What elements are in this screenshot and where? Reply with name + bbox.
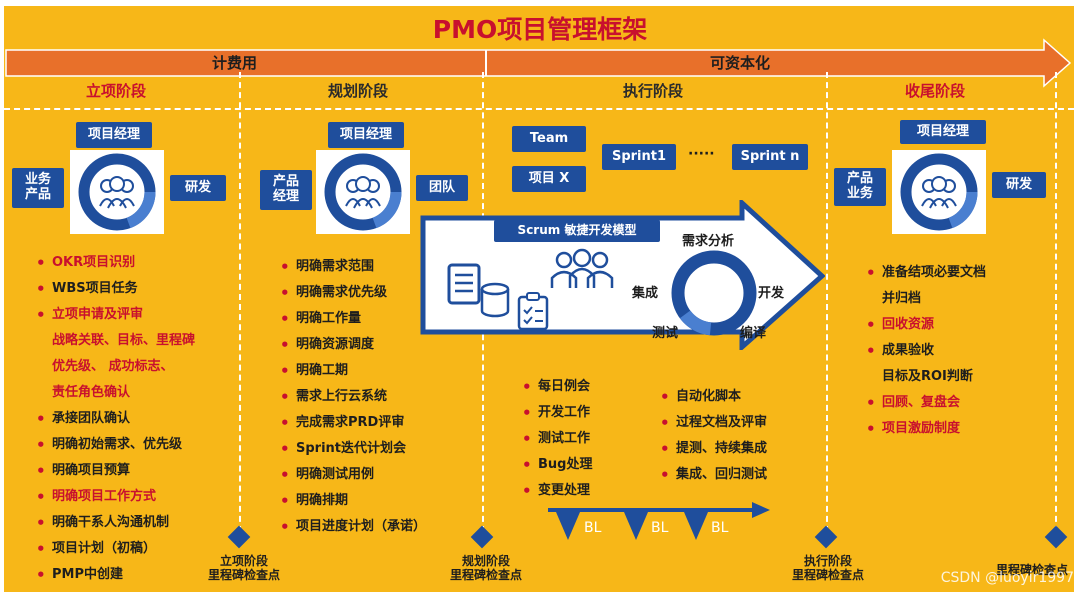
phase-initiation-title: 立项阶段: [86, 82, 147, 100]
phase-closing-title: 收尾阶段: [905, 82, 966, 100]
list-item: 责任角色确认: [52, 385, 131, 400]
phase-planning-title: 规划阶段: [328, 82, 389, 100]
list-item: 过程文档及评审: [660, 410, 767, 436]
list-item: 承接团队确认: [36, 406, 195, 432]
list-item: 回收资源: [866, 312, 986, 338]
scrum-title: Scrum 敏捷开发模型: [494, 220, 660, 242]
baseline-label-2: BL: [651, 520, 669, 536]
closing-task-list: 准备结项必要文档并归档回收资源成果验收目标及ROI判断回顾、复盘会项目激励制度: [866, 260, 986, 442]
closing-milestone-label: 里程碑检查点: [995, 563, 1068, 577]
list-item: 测试工作: [522, 426, 592, 452]
list-item: 立项申请及评审: [36, 302, 195, 328]
initiation-pm-role: 项目经理: [76, 122, 152, 148]
list-item: 项目进度计划（承诺）: [280, 514, 426, 540]
list-item: OKR项目识别: [36, 250, 195, 276]
cycle-test-label: 测试: [652, 326, 679, 341]
list-item: 明确排期: [280, 488, 426, 514]
list-item: 开发工作: [522, 400, 592, 426]
divider-4: [1055, 72, 1057, 532]
planning-pm-role: 项目经理: [328, 122, 404, 148]
initiation-business-role: 业务 产品: [12, 168, 64, 208]
list-item: 明确测试用例: [280, 462, 426, 488]
list-item: 明确资源调度: [280, 332, 426, 358]
database-icon: [480, 282, 510, 318]
initiation-milestone-label: 立项阶段 里程碑检查点: [207, 554, 280, 583]
list-item: 自动化脚本: [660, 384, 767, 410]
execution-sprint1-box: Sprint1: [602, 144, 676, 170]
list-item: 明确干系人沟通机制: [36, 510, 195, 536]
closing-team-icon: [892, 150, 986, 234]
list-item: 项目计划（初稿）: [36, 536, 195, 562]
arrow-label-capitalize: 可资本化: [710, 54, 771, 72]
list-item: 并归档: [882, 291, 922, 306]
arrow-label-expense: 计费用: [212, 54, 258, 72]
execution-sprint-ellipsis: ·····: [688, 146, 715, 162]
list-item: Bug处理: [522, 452, 593, 478]
execution-milestone-label: 执行阶段 里程碑检查点: [791, 554, 864, 583]
list-item: 明确项目预算: [36, 458, 195, 484]
list-item: 项目激励制度: [866, 416, 986, 442]
planning-team-icon: [316, 150, 410, 234]
divider-3: [826, 72, 828, 532]
list-item: 变更处理: [522, 478, 592, 504]
planning-milestone-label: 规划阶段 里程碑检查点: [449, 554, 522, 583]
scrum-team-icon: [550, 248, 614, 288]
checklist-icon: [517, 292, 549, 331]
baseline-label-1: BL: [584, 520, 602, 536]
list-item: 准备结项必要文档: [866, 260, 986, 286]
list-item: 需求上行云系统: [280, 384, 426, 410]
scrum-cycle-icon: [671, 250, 757, 336]
initiation-team-icon: [70, 150, 164, 234]
closing-dev-role: 研发: [992, 172, 1046, 198]
phase-arrow: [5, 38, 1072, 88]
list-item: 明确需求优先级: [280, 280, 426, 306]
execution-task-list-right: 自动化脚本过程文档及评审提测、持续集成集成、回归测试: [660, 384, 767, 488]
planning-task-list: 明确需求范围明确需求优先级明确工作量明确资源调度明确工期需求上行云系统完成需求P…: [280, 254, 426, 540]
list-item: 目标及ROI判断: [882, 369, 973, 384]
document-list-icon: [447, 263, 481, 305]
list-item: 回顾、复盘会: [866, 390, 986, 416]
list-item: 提测、持续集成: [660, 436, 767, 462]
list-item: 优先级、 成功标志、: [52, 359, 174, 374]
list-item: 成果验收: [866, 338, 986, 364]
closing-pm-role: 项目经理: [900, 120, 986, 144]
execution-team-box: Team: [512, 126, 586, 152]
list-item: 完成需求PRD评审: [280, 410, 426, 436]
header-divider: [4, 108, 1074, 110]
list-item: 明确需求范围: [280, 254, 426, 280]
phase-execution-title: 执行阶段: [623, 82, 684, 100]
cycle-dev-label: 开发: [758, 286, 785, 301]
list-item: PMP中创建: [36, 562, 195, 588]
initiation-dev-role: 研发: [170, 175, 226, 201]
planning-product-role: 产品 经理: [260, 170, 312, 210]
list-item: 集成、回归测试: [660, 462, 767, 488]
execution-task-list-left: 每日例会开发工作测试工作Bug处理变更处理: [522, 374, 593, 504]
divider-1: [239, 72, 241, 532]
execution-sprintn-box: Sprint n: [732, 144, 808, 170]
list-item: Sprint迭代计划会: [280, 436, 426, 462]
list-item: 明确工期: [280, 358, 426, 384]
list-item: 明确初始需求、优先级: [36, 432, 195, 458]
list-item: 明确工作量: [280, 306, 426, 332]
planning-team-role: 团队: [416, 175, 468, 201]
list-item: 明确项目工作方式: [36, 484, 195, 510]
list-item: WBS项目任务: [36, 276, 195, 302]
closing-product-role: 产品 业务: [834, 168, 886, 206]
baseline-timeline: [548, 502, 770, 540]
baseline-label-3: BL: [711, 520, 729, 536]
page-title: PMO项目管理框架: [432, 15, 648, 44]
cycle-integrate-label: 集成: [632, 286, 659, 301]
execution-project-box: 项目 X: [512, 166, 586, 192]
cycle-requirements-label: 需求分析: [682, 234, 735, 249]
source-watermark: CSDN @luoyir1997: [940, 570, 1074, 586]
list-item: 战略关联、目标、里程碑: [52, 333, 196, 348]
list-item: 每日例会: [522, 374, 592, 400]
cycle-compile-label: 编译: [740, 326, 767, 341]
